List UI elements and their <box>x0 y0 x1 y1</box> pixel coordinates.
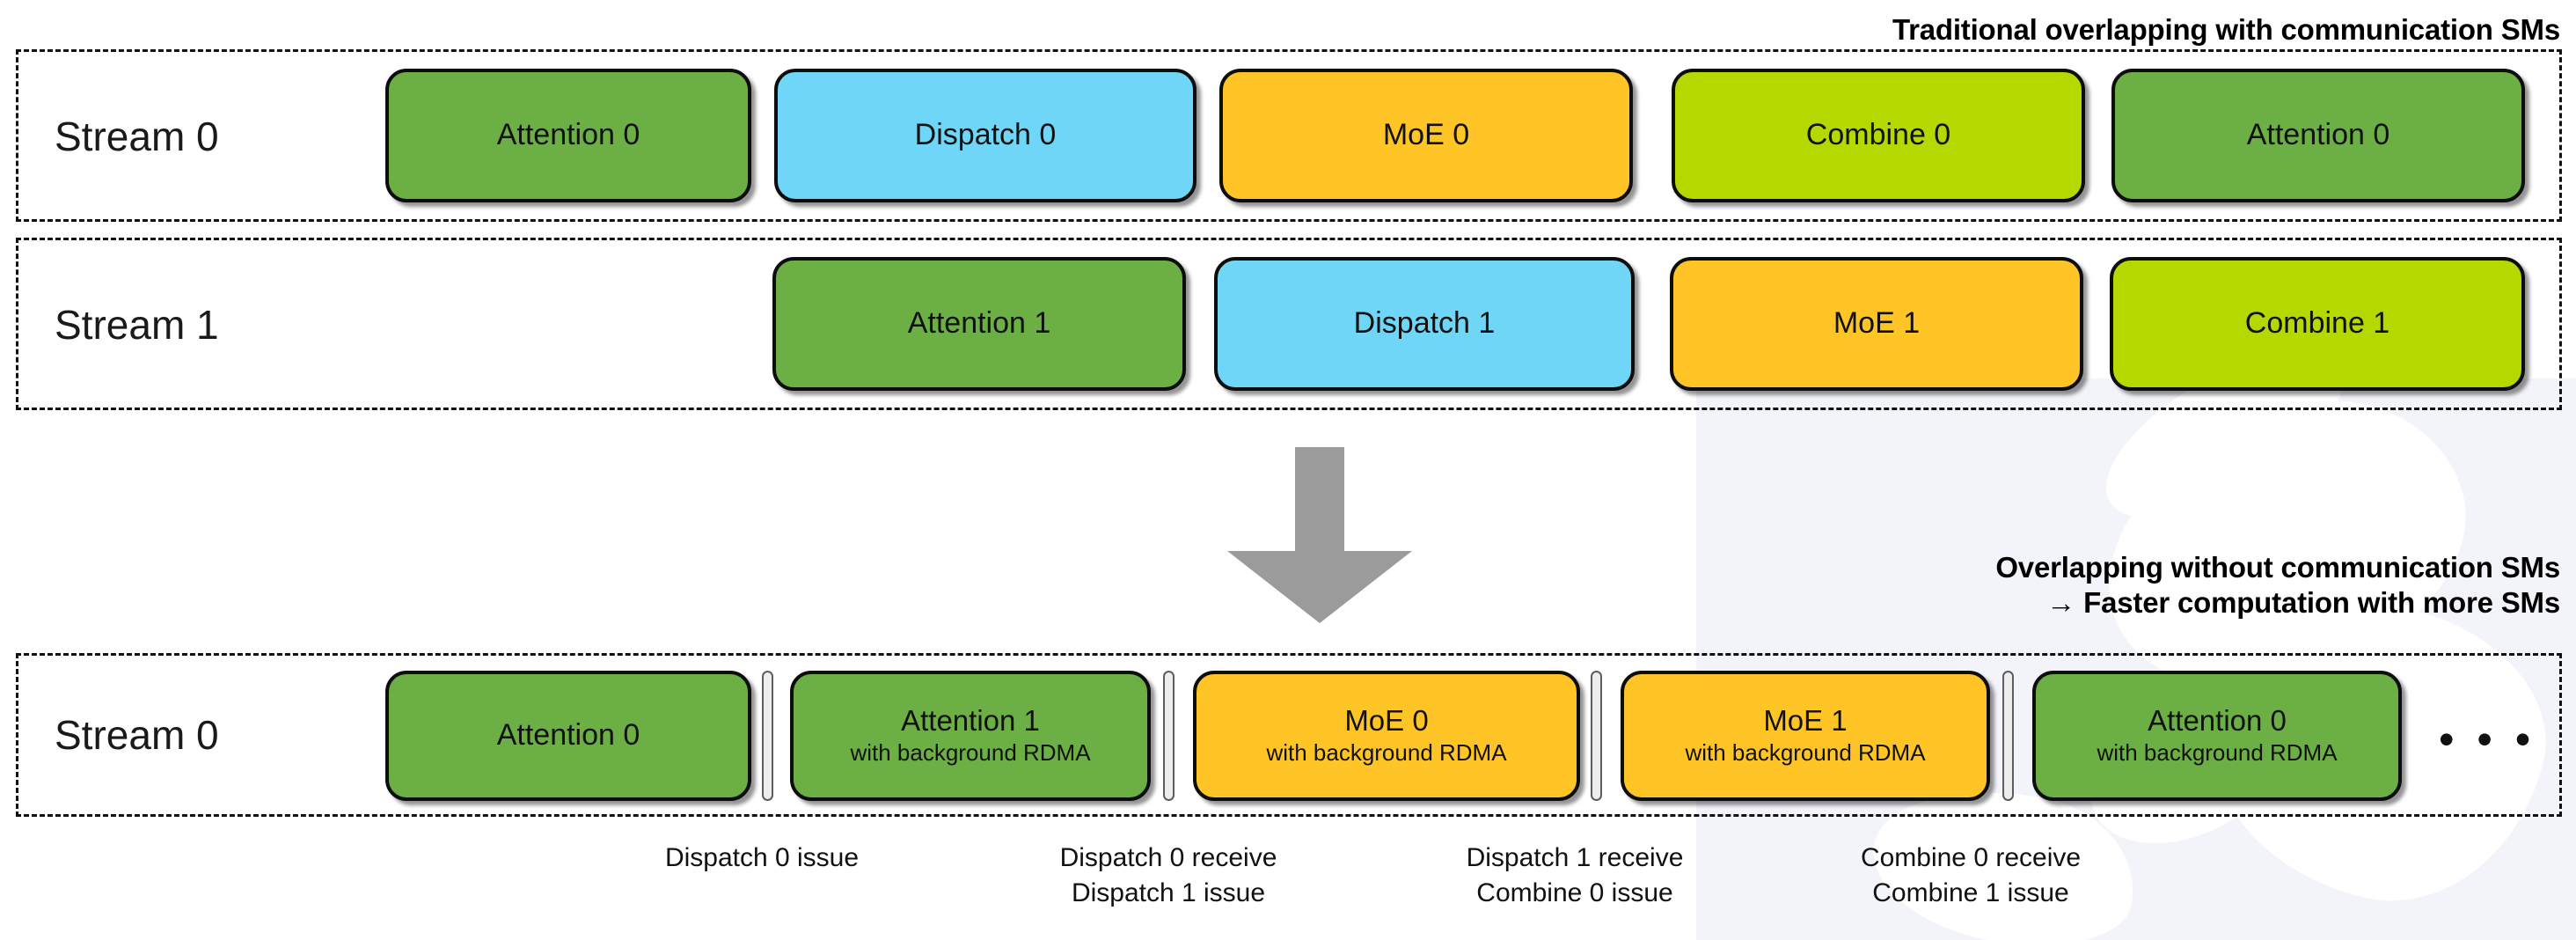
task-box-attention-1-opt[interactable]: Attention 1 with background RDMA <box>790 671 1151 801</box>
stream-0-label-traditional: Stream 0 <box>55 114 219 159</box>
task-box-label: Dispatch 0 <box>914 118 1057 152</box>
down-arrow-icon <box>1227 447 1412 623</box>
task-box-label: MoE 1 <box>1833 306 1921 341</box>
optimized-section-title-line-2: → Faster computation with more SMs <box>2046 586 2560 620</box>
task-box-combine-0-s0[interactable]: Combine 0 <box>1672 69 2085 202</box>
optimized-section-title: Overlapping without communication SMs → … <box>1995 550 2560 621</box>
caption-line-1: Combine 0 receive <box>1860 843 2082 872</box>
task-box-sublabel: with background RDMA <box>850 739 1091 767</box>
task-box-moe-0-s0[interactable]: MoE 0 <box>1219 69 1633 202</box>
task-box-moe-0-opt[interactable]: MoE 0 with background RDMA <box>1193 671 1580 801</box>
stream-1-lane-traditional <box>16 238 2562 410</box>
stream-0-lane-optimized <box>16 653 2562 817</box>
task-box-dispatch-1-s1[interactable]: Dispatch 1 <box>1214 257 1635 391</box>
task-box-combine-1-s1[interactable]: Combine 1 <box>2110 257 2525 391</box>
box-separator-2 <box>1163 671 1175 801</box>
caption-line-2: Combine 1 issue <box>1872 878 2069 907</box>
optimized-section-title-line-1: Overlapping without communication SMs <box>1995 551 2560 584</box>
box-separator-1 <box>762 671 773 801</box>
task-box-attention-0-s0[interactable]: Attention 0 <box>385 69 751 202</box>
task-box-label: Combine 0 <box>1805 118 1951 152</box>
task-box-label: MoE 1 <box>1763 703 1848 737</box>
task-box-sublabel: with background RDMA <box>1266 739 1507 767</box>
traditional-section-title: Traditional overlapping with communicati… <box>1892 13 2560 46</box>
continuation-ellipsis: • • • <box>2439 715 2536 764</box>
task-box-label: Combine 1 <box>2244 306 2390 341</box>
task-box-label: Attention 0 <box>496 718 640 753</box>
caption-line-1: Dispatch 0 receive <box>1059 843 1277 872</box>
task-box-label: MoE 0 <box>1344 703 1429 737</box>
task-box-label: Attention 0 <box>2148 703 2287 737</box>
stream-0-lane-traditional <box>16 49 2562 222</box>
task-box-moe-1-s1[interactable]: MoE 1 <box>1670 257 2083 391</box>
caption-line-1: Dispatch 0 issue <box>664 843 860 872</box>
task-box-attention-1-s1[interactable]: Attention 1 <box>772 257 1186 391</box>
caption-line-2: Dispatch 1 issue <box>1071 878 1266 907</box>
task-box-label: Attention 1 <box>907 306 1051 341</box>
task-box-moe-1-opt[interactable]: MoE 1 with background RDMA <box>1621 671 1990 801</box>
stream-1-label-traditional: Stream 1 <box>55 302 219 348</box>
caption-dispatch-0-issue: Dispatch 0 issue <box>665 841 859 876</box>
caption-dispatch-1-receive: Dispatch 1 receive Combine 0 issue <box>1467 841 1684 910</box>
stream-0-label-optimized: Stream 0 <box>55 712 219 758</box>
task-box-sublabel: with background RDMA <box>2097 739 2338 767</box>
box-separator-3 <box>1591 671 1602 801</box>
caption-line-2: Combine 0 issue <box>1476 878 1673 907</box>
caption-line-1: Dispatch 1 receive <box>1466 843 1684 872</box>
task-box-label: MoE 0 <box>1382 118 1470 152</box>
task-box-dispatch-0-s0[interactable]: Dispatch 0 <box>774 69 1197 202</box>
caption-combine-0-receive: Combine 0 receive Combine 1 issue <box>1861 841 2081 910</box>
task-box-attention-0-opt[interactable]: Attention 0 <box>385 671 751 801</box>
task-box-attention-0-s0-second[interactable]: Attention 0 <box>2111 69 2525 202</box>
task-box-sublabel: with background RDMA <box>1685 739 1926 767</box>
task-box-label: Attention 0 <box>2246 118 2390 152</box>
box-separator-4 <box>2002 671 2014 801</box>
task-box-label: Attention 1 <box>901 703 1040 737</box>
task-box-attention-0-opt-second[interactable]: Attention 0 with background RDMA <box>2032 671 2402 801</box>
caption-dispatch-0-receive: Dispatch 0 receive Dispatch 1 issue <box>1060 841 1277 910</box>
task-box-label: Dispatch 1 <box>1353 306 1496 341</box>
task-box-label: Attention 0 <box>496 118 640 152</box>
